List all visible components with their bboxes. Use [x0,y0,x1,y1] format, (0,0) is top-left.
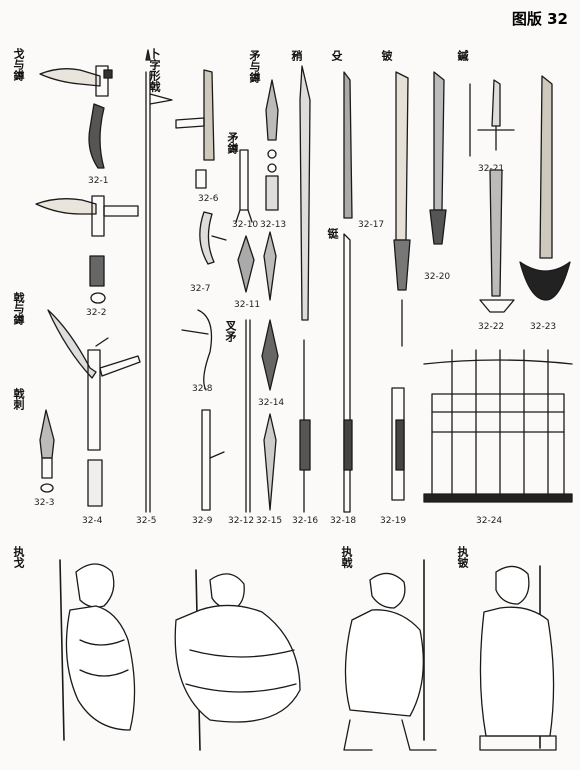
figure-label-32-6: 32-6 [198,194,219,204]
caption-ji-ci: 戟刺 [12,388,25,410]
caption-pi: 铍 [380,50,393,61]
figure-holding-ge-2 [174,569,301,751]
caption-zhi-ge: 执戈 [12,546,25,568]
figure-label-32-3: 32-3 [34,498,55,508]
caption-zhi-pi: 执铍 [456,546,469,568]
caption-mao-dui-2: 矛鐏 [226,132,239,154]
ge-halberd-drawing [39,65,113,169]
figure-holding-ji [343,559,437,751]
figure-label-32-17: 32-17 [358,220,385,230]
pi-sword-spear-drawing [391,71,411,501]
caption-shao: 矟 [290,50,303,61]
figure-label-32-9: 32-9 [192,516,213,526]
shu-staff-drawing [343,71,353,513]
figure-label-32-21: 32-21 [478,164,505,174]
pi-blade-drawing [429,71,447,245]
caption-mao-dui: 矛与鐏 [248,50,261,83]
figure-label-32-23: 32-23 [530,322,557,332]
figure-label-32-1: 32-1 [88,176,109,186]
caption-ji-dui: 戟与鐏 [12,292,25,325]
figure-label-32-7: 32-7 [190,284,211,294]
figure-holding-pi [479,565,557,751]
figure-label-32-14: 32-14 [258,398,285,408]
caption-cha-mao: 叉矛 [224,320,237,342]
figure-label-32-19: 32-19 [380,516,407,526]
figure-label-32-8: 32-8 [192,384,213,394]
figure-label-32-20: 32-20 [424,272,451,282]
caption-zhi-ji: 执戟 [340,546,353,568]
caption-shu: 殳 [330,50,343,61]
figure-label-32-16: 32-16 [292,516,319,526]
caption-buzi-ji: 卜字形戟 [148,48,161,92]
caption-ge-dui: 戈与鐏 [12,48,25,81]
ji-blades-drawing [175,69,227,511]
figure-label-32-18: 32-18 [330,516,357,526]
plate-title: 图版 32 [511,10,568,28]
weapon-rack-drawing [423,349,573,503]
bi-swords-drawing [469,75,571,313]
figure-label-32-11: 32-11 [234,300,261,310]
ji-drawing [47,309,141,507]
caption-yan: 铤 [326,228,339,239]
figure-label-32-2: 32-2 [86,308,107,318]
figure-label-32-15: 32-15 [256,516,283,526]
figure-label-32-10: 32-10 [232,220,259,230]
figure-holding-ge [59,559,136,741]
figure-label-32-13: 32-13 [260,220,287,230]
figure-label-32-22: 32-22 [478,322,505,332]
figure-label-32-4: 32-4 [82,516,103,526]
buzi-ji-pole-drawing [145,49,173,513]
shao-lance-drawing [299,65,311,513]
ge-with-socket-drawing [35,195,139,304]
figure-label-32-12: 32-12 [228,516,255,526]
spear-heads-drawing [235,79,279,513]
figure-label-32-24: 32-24 [476,516,503,526]
ji-ci-drawing [39,409,55,493]
figure-label-32-5: 32-5 [136,516,157,526]
caption-bi: 鏚 [456,50,469,61]
